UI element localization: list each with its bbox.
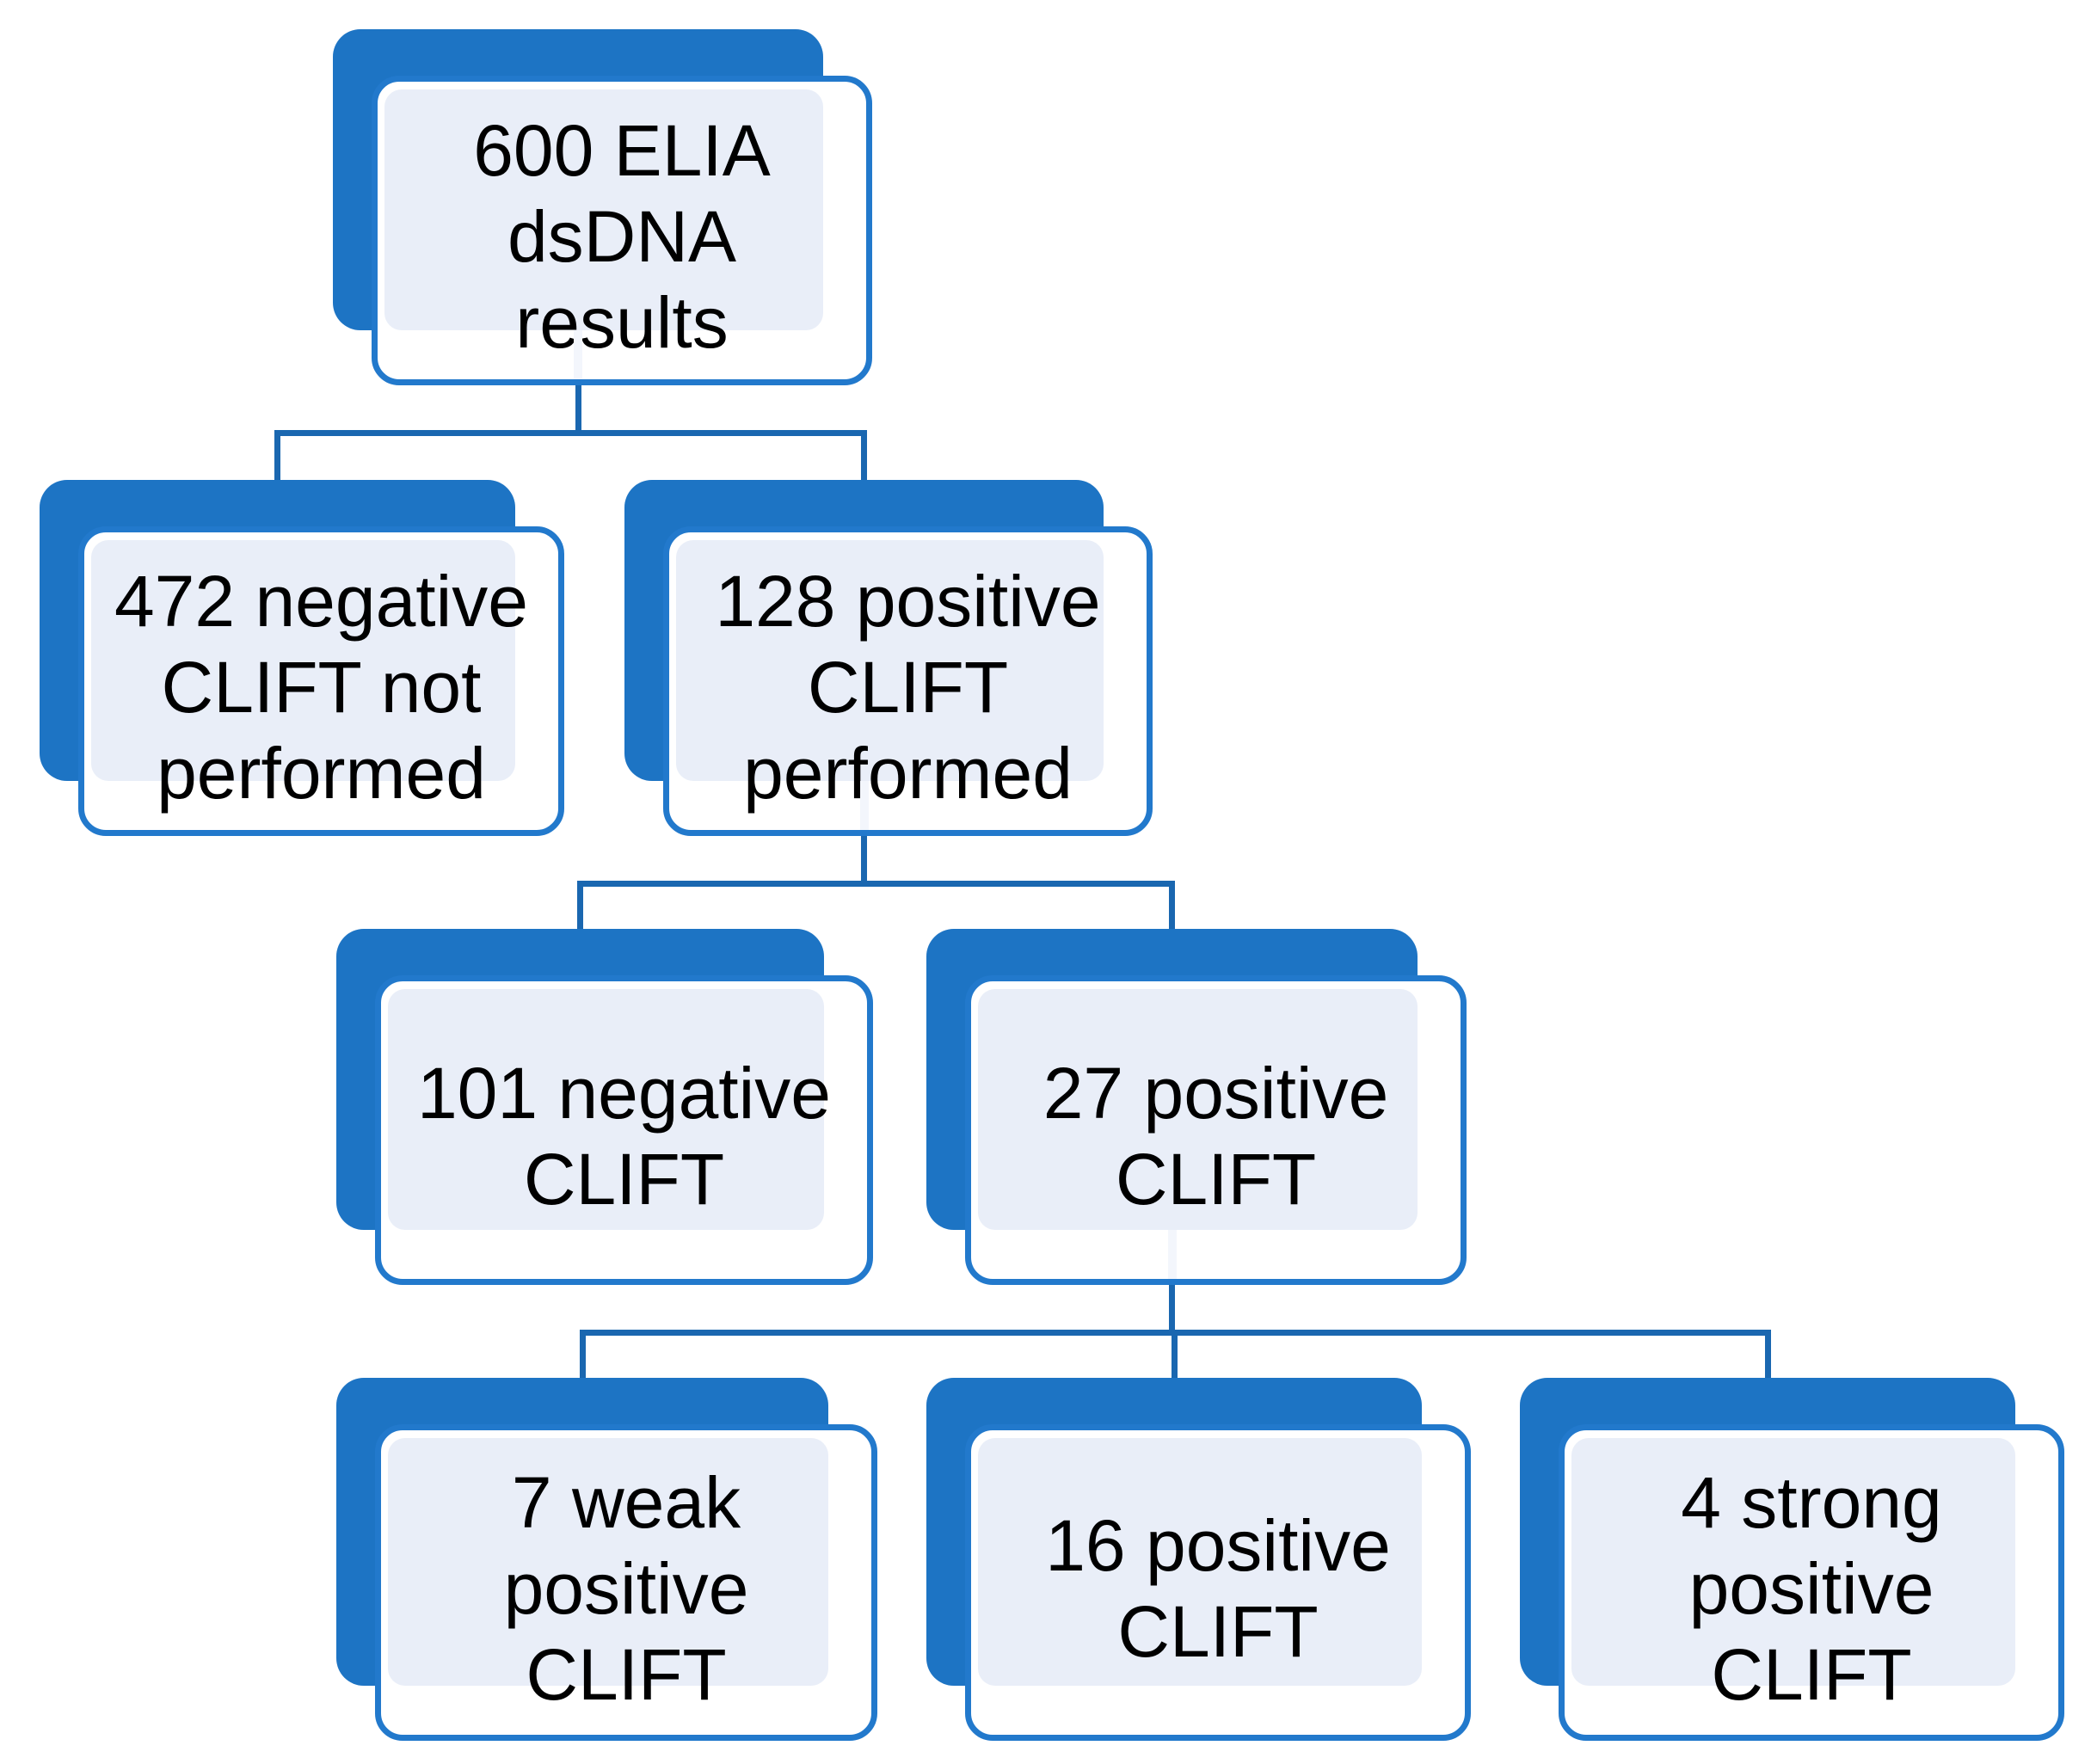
node-label-line: CLIFT not [161, 647, 482, 728]
connector-ghost-stub [859, 781, 869, 830]
node-label-line: positive [1688, 1548, 1934, 1629]
node-label-line: CLIFT [1711, 1634, 1912, 1715]
connector-drop [579, 1330, 586, 1383]
node-tint-panel [676, 540, 1104, 781]
node-label-line: 27 positive [1042, 1053, 1389, 1134]
connector-stub [861, 833, 867, 887]
connector-rail [577, 881, 1175, 887]
node-tint-panel [384, 89, 823, 330]
node-label-line: performed [743, 733, 1073, 814]
node-label-line: 4 strong [1681, 1462, 1942, 1543]
connector-drop [577, 881, 583, 934]
connector-drop [1169, 881, 1175, 934]
node-label-line: 472 negative [114, 561, 529, 642]
connector-ghost-stub [1167, 1230, 1177, 1279]
connector-stub [575, 382, 581, 436]
connector-rail [274, 430, 867, 436]
node-label-line: 600 ELIA [473, 110, 771, 191]
connector-drop [1764, 1330, 1771, 1383]
node-label-line: CLIFT [526, 1634, 727, 1715]
node-tint-panel [1571, 1438, 2015, 1686]
node-label-line: 16 positive [1045, 1505, 1391, 1586]
node-label-line: CLIFT [1117, 1591, 1319, 1672]
node-label-line: CLIFT [523, 1139, 725, 1220]
connector-drop [274, 430, 280, 485]
connector-ghost-stub [574, 330, 582, 379]
node-tint-panel [388, 1438, 828, 1686]
node-tint-panel [388, 989, 824, 1230]
node-label-line: performed [157, 733, 486, 814]
node-label-line: positive [503, 1548, 749, 1629]
node-label-line: 101 negative [416, 1053, 832, 1134]
node-tint-panel [91, 540, 515, 781]
node-tint-panel [978, 989, 1418, 1230]
node-label-line: 128 positive [715, 561, 1101, 642]
node-tint-panel [978, 1438, 1422, 1686]
node-label-line: CLIFT [1115, 1139, 1317, 1220]
node-label-line: results [515, 282, 729, 363]
connector-stub [1169, 1282, 1175, 1336]
node-label-line: dsDNA [507, 196, 737, 277]
node-label-line: CLIFT [807, 647, 1009, 728]
connector-drop [861, 430, 867, 485]
connector-drop [1171, 1330, 1178, 1383]
node-label-line: 7 weak [511, 1462, 741, 1543]
